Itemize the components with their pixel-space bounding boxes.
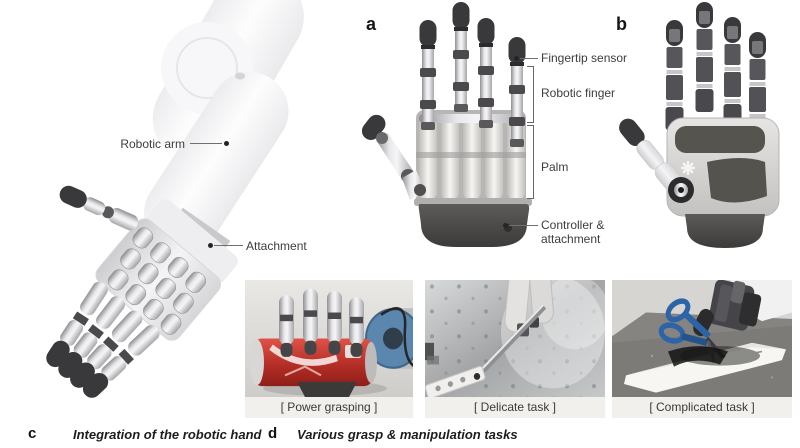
thin-rod xyxy=(476,304,547,378)
robot-arm-hand-illustration xyxy=(46,0,304,398)
robotic-arm-label: Robotic arm xyxy=(120,137,185,151)
palm-label: Palm xyxy=(541,160,569,174)
panel-a-letter: a xyxy=(366,14,377,34)
controller-leader-line xyxy=(509,225,538,227)
finger xyxy=(477,18,495,128)
robotic-finger-bracket xyxy=(527,66,534,123)
photo-power-grasping-illustration xyxy=(245,280,413,397)
palm-logo xyxy=(681,161,695,175)
attachment-label: Attachment xyxy=(246,239,307,253)
photo-caption: [ Delicate task ] xyxy=(425,397,605,418)
panel-c-caption-letter: c xyxy=(28,425,37,442)
finger xyxy=(665,20,684,130)
attachment-leader-line xyxy=(214,245,243,247)
robotic-finger-label: Robotic finger xyxy=(541,86,616,100)
fingertip-sensor-label: Fingertip sensor xyxy=(541,51,628,65)
fingertip-sensor-leader-dot xyxy=(514,56,519,61)
controller-leader-dot xyxy=(503,223,508,228)
robot-fingers xyxy=(504,280,554,337)
robotic-hand-side xyxy=(46,185,238,398)
photo-power-grasping: [ Power grasping ] xyxy=(245,280,413,418)
panel-c-caption: Integration of the robotic hand xyxy=(73,427,262,442)
perforated-bracket xyxy=(425,365,486,397)
knuckle-cylinders xyxy=(107,227,207,335)
robotic-arm-leader-dot xyxy=(224,141,229,146)
robot-arm-joint xyxy=(365,307,413,369)
panel-d-caption: Various grasp & manipulation tasks xyxy=(297,427,518,442)
finger xyxy=(508,37,526,147)
panel-b-letter: b xyxy=(616,14,627,34)
finger xyxy=(82,325,160,398)
robot-hand-front-illustration xyxy=(362,2,532,247)
robotic-arm-leader-line xyxy=(190,143,222,145)
controller-attachment-label: Controller & attachment xyxy=(541,218,605,246)
robotic-arm xyxy=(144,0,304,253)
thumb xyxy=(59,185,139,231)
finger xyxy=(695,2,714,112)
finger xyxy=(452,2,470,112)
photo-delicate-task-illustration xyxy=(425,280,605,397)
controller-base xyxy=(685,214,765,248)
photo-caption: [ Complicated task ] xyxy=(612,397,792,418)
thumb xyxy=(362,114,426,200)
attachment-leader-dot xyxy=(208,243,213,248)
palm-bracket xyxy=(527,125,534,199)
robot-hand xyxy=(708,280,762,331)
photo-complicated-task-illustration xyxy=(612,280,792,397)
palm-cylinders xyxy=(416,110,526,206)
robot-hand-back-illustration xyxy=(619,2,780,248)
controller-base xyxy=(414,198,532,247)
finger xyxy=(419,20,437,130)
finger xyxy=(70,310,143,388)
photo-complicated-task: [ Complicated task ] xyxy=(612,280,792,418)
photo-delicate-task: [ Delicate task ] xyxy=(425,280,605,418)
grasping-fingers xyxy=(279,288,364,357)
thumb xyxy=(619,118,694,203)
photo-caption: [ Power grasping ] xyxy=(245,397,413,418)
panel-d-caption-letter: d xyxy=(268,425,278,442)
wrist xyxy=(297,381,357,397)
fingertip-sensor-leader-line xyxy=(520,58,538,60)
finger xyxy=(723,17,742,127)
